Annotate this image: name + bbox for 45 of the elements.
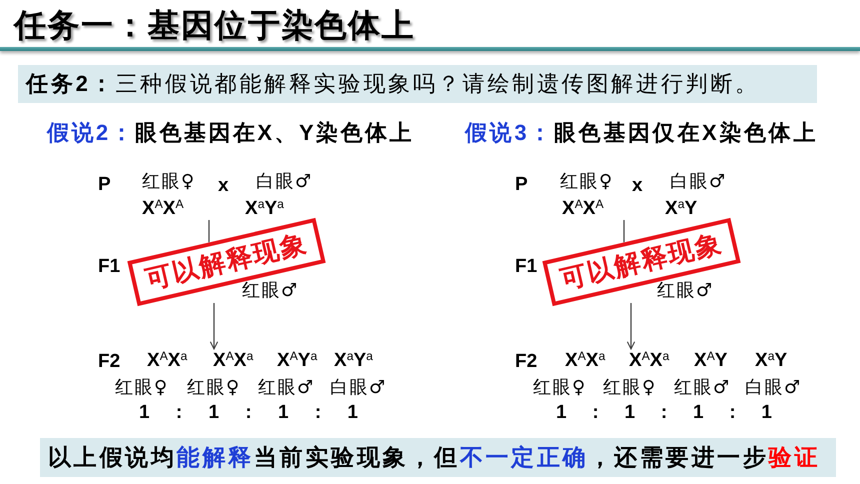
- phenotype-label: 白眼♂: [256, 173, 313, 191]
- genotype-label: X$^{A}$X$^{a}$: [147, 351, 188, 370]
- generation-label: P: [98, 175, 111, 194]
- connector-line: [208, 220, 210, 242]
- genotype-label: X$^{a}$Y: [755, 351, 788, 370]
- phenotype-label: 红眼♀: [142, 173, 196, 191]
- ratio-label: 1 : 1 : 1 : 1: [556, 403, 772, 422]
- genotype-label: X$^{A}$X$^{a}$: [629, 351, 670, 370]
- phenotype-label: 红眼♀: [560, 173, 614, 191]
- phenotype-label: 红眼♀: [603, 379, 657, 397]
- phenotype-label: 红眼♂: [242, 282, 299, 300]
- genotype-label: X$^{a}$Y$^{a}$: [245, 199, 284, 218]
- generation-label: F1: [515, 257, 538, 276]
- genotype-label: X$^{a}$Y$^{a}$: [334, 351, 373, 370]
- genotype-label: X$^{A}$Y: [694, 351, 728, 370]
- cross-sign: x: [218, 176, 229, 195]
- connector-line: [623, 220, 625, 242]
- phenotype-label: 白眼♂: [670, 173, 727, 191]
- hypothesis-heading: 假说3：眼色基因仅在X染色体上: [465, 122, 818, 144]
- genotype-label: X$^{A}$X$^{a}$: [213, 351, 254, 370]
- genotype-label: X$^{A}$X$^{A}$: [562, 199, 604, 218]
- genotype-label: X$^{a}$Y: [665, 199, 698, 218]
- cross-sign: x: [632, 176, 643, 195]
- phenotype-label: 红眼♂: [657, 282, 714, 300]
- phenotype-label: 红眼♀: [533, 379, 587, 397]
- page-title: 任务一：基因位于染色体上: [14, 9, 415, 41]
- generation-label: P: [515, 175, 528, 194]
- genotype-label: X$^{A}$X$^{a}$: [565, 351, 606, 370]
- phenotype-label: 白眼♂: [330, 379, 387, 397]
- generation-label: F2: [515, 352, 538, 371]
- genotype-label: X$^{A}$Y$^{a}$: [277, 351, 318, 370]
- ratio-label: 1 : 1 : 1 : 1: [139, 403, 358, 422]
- generation-label: F2: [98, 352, 120, 371]
- task-banner: 任务2：三种假说都能解释实验现象吗？请绘制遗传图解进行判断。: [18, 65, 817, 103]
- phenotype-label: 白眼♂: [745, 379, 802, 397]
- conclusion-banner: 以上假说均能解释当前实验现象，但不一定正确，还需要进一步验证: [40, 438, 836, 477]
- phenotype-label: 红眼♂: [674, 379, 731, 397]
- phenotype-label: 红眼♂: [258, 379, 315, 397]
- phenotype-label: 红眼♀: [115, 379, 169, 397]
- hypothesis-heading: 假说2：眼色基因在X、Y染色体上: [47, 122, 414, 144]
- generation-label: F1: [98, 257, 120, 276]
- arrow: [626, 303, 636, 350]
- arrow: [210, 303, 218, 350]
- phenotype-label: 红眼♀: [187, 379, 241, 397]
- genotype-label: X$^{A}$X$^{A}$: [142, 199, 184, 218]
